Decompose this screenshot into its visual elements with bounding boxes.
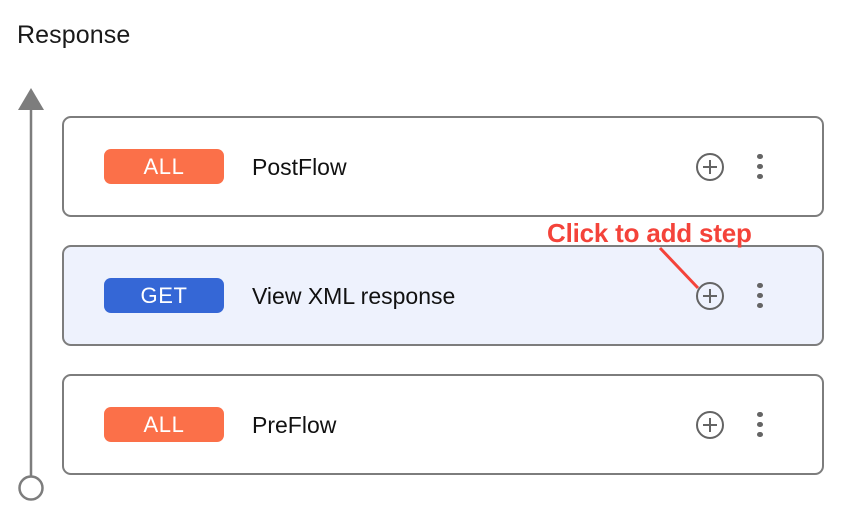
flow-axis	[0, 80, 64, 510]
plus-circle-icon[interactable]	[695, 152, 725, 182]
row-actions	[695, 410, 772, 440]
menu-dot	[757, 153, 763, 160]
flow-step-label: PostFlow	[252, 153, 347, 180]
menu-dot	[757, 421, 763, 428]
status-badge: ALL	[104, 407, 224, 442]
plus-circle-icon[interactable]	[695, 281, 725, 311]
table-row[interactable]: GET View XML response	[62, 245, 824, 346]
plus-circle-icon[interactable]	[695, 410, 725, 440]
circle-node-icon	[18, 475, 44, 501]
menu-dot	[757, 282, 763, 289]
more-vertical-icon[interactable]	[748, 410, 772, 440]
flow-card-list: ALL PostFlow GET View	[62, 116, 824, 503]
table-row[interactable]: ALL PostFlow	[62, 116, 824, 217]
more-vertical-icon[interactable]	[748, 152, 772, 182]
menu-dot	[757, 292, 763, 299]
menu-dot	[757, 173, 763, 180]
status-badge: GET	[104, 278, 224, 313]
upward-arrow-axis	[18, 88, 44, 501]
status-badge: ALL	[104, 149, 224, 184]
row-actions	[695, 152, 772, 182]
page-title: Response	[17, 21, 131, 49]
row-actions	[695, 281, 772, 311]
flow-step-label: View XML response	[252, 282, 456, 309]
flow-step-label: PreFlow	[252, 411, 337, 438]
menu-dot	[757, 431, 763, 438]
more-vertical-icon[interactable]	[748, 281, 772, 311]
menu-dot	[757, 163, 763, 170]
menu-dot	[757, 411, 763, 418]
table-row[interactable]: ALL PreFlow	[62, 374, 824, 475]
menu-dot	[757, 302, 763, 309]
